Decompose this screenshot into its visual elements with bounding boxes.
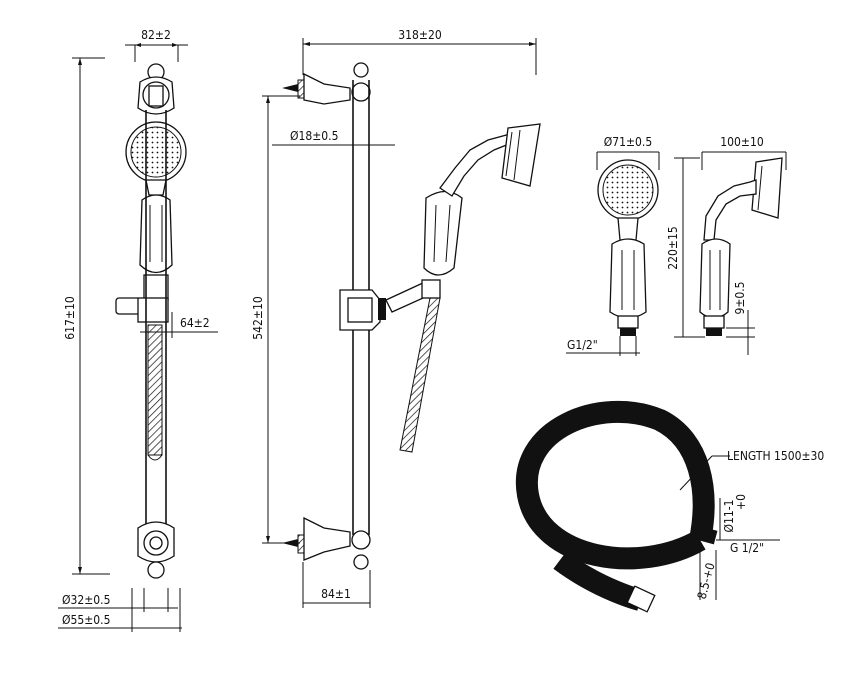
dim-handset-height: 220±15 <box>666 226 680 269</box>
hose-front <box>147 324 163 456</box>
dim-wall-plate: 84±1 <box>321 587 351 601</box>
dim-hose-thread: G 1/2" <box>730 541 764 555</box>
hose-detail: LENGTH 1500±30 +0 Ø11-1 G 1/2" 8.5-+0 <box>515 400 824 613</box>
dim-hose-tol-plus: +0 <box>734 494 748 510</box>
dim-head-diameter: Ø71±0.5 <box>604 135 652 149</box>
dim-base-diameter-2: Ø55±0.5 <box>62 613 110 627</box>
dim-hose-diameter: Ø11-1 <box>722 500 736 533</box>
dim-head-depth: 100±10 <box>720 135 764 149</box>
dim-base-diameter-1: Ø32±0.5 <box>62 593 110 607</box>
dim-bracket-spacing: 542±10 <box>251 296 265 340</box>
hose-coil <box>516 401 714 569</box>
dim-hose-length: LENGTH 1500±30 <box>727 449 824 463</box>
dim-thread-length: 9±0.5 <box>733 281 747 314</box>
dim-holder-offset: 64±2 <box>180 316 210 330</box>
handset-face <box>602 164 654 216</box>
dim-rail-height: 617±10 <box>63 296 77 340</box>
hose-side <box>399 297 441 453</box>
handset-detail: Ø71±0.5 G1/2" 100±10 220±15 9±0.5 <box>566 135 787 356</box>
dim-handset-thread: G1/2" <box>567 338 598 352</box>
dim-rail-width: 82±2 <box>141 28 171 42</box>
dim-bar-diameter: Ø18±0.5 <box>290 129 338 143</box>
dim-hose-nut: 8.5-+0 <box>695 561 718 600</box>
shower-head-face <box>130 126 182 178</box>
front-view: 82±2 617±10 64±2 <box>58 28 218 632</box>
side-view: 318±20 Ø18±0.5 542±10 <box>251 28 541 608</box>
dim-projection: 318±20 <box>398 28 442 42</box>
